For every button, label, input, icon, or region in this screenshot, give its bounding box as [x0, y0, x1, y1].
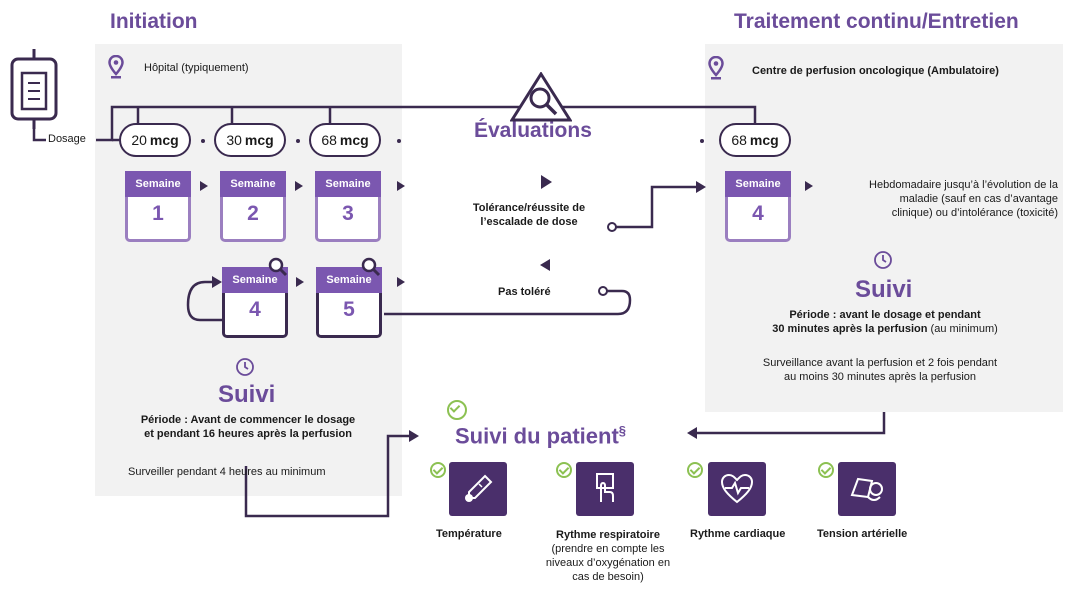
- heart-rate-label: Rythme cardiaque: [690, 528, 786, 540]
- arrow-right-icon: [295, 181, 303, 191]
- patient-monitoring-superscript: §: [618, 423, 627, 438]
- arrow-right-icon: [200, 181, 208, 191]
- magnifier-icon: [268, 257, 288, 277]
- frequency-line: clinique) ou d’intolérance (toxicité): [891, 207, 1058, 219]
- tolerated-line: l’escalade de dose: [480, 216, 578, 228]
- arrow-right-icon: [805, 181, 813, 191]
- week-card: Semaine 4: [725, 171, 791, 242]
- maintenance-frequency: Hebdomadaire jusqu’à l’évolution de la m…: [822, 178, 1058, 220]
- separator-dot: [397, 139, 401, 143]
- check-icon: [687, 462, 703, 478]
- respiration-label: Rythme respiratoire: [556, 529, 660, 541]
- week-number: 4: [752, 202, 764, 225]
- week-label: Semaine: [725, 171, 791, 197]
- dose-value: 20: [131, 132, 147, 148]
- heart-tile: [708, 462, 766, 516]
- thermometer-icon: [465, 474, 493, 502]
- dose-value: 68: [731, 132, 747, 148]
- clock-icon: [236, 358, 254, 376]
- initiation-suivi-period: Période : Avant de commencer le dosage e…: [103, 413, 393, 441]
- magnifier-icon: [361, 257, 381, 277]
- check-icon: [430, 462, 446, 478]
- week-number: 4: [249, 298, 261, 321]
- respiration-icon: [596, 473, 614, 502]
- location-pin-icon: [708, 56, 724, 80]
- initiation-suivi-title: Suivi: [218, 381, 276, 408]
- check-icon: [447, 400, 467, 420]
- frequency-line: maladie (sauf en cas d’avantage: [899, 193, 1058, 205]
- week-label: Semaine: [220, 171, 286, 197]
- thermometer-tile: [449, 462, 507, 516]
- initiation-suivi-note: Surveiller pendant 4 heures au minimum: [128, 466, 326, 478]
- maintenance-suivi-note: Surveillance avant la perfusion et 2 foi…: [720, 356, 1040, 384]
- arrow-right-icon: [397, 181, 405, 191]
- period-line-bold: 30 minutes après la perfusion: [772, 323, 928, 335]
- tolerated-line: Tolérance/réussite de: [472, 202, 586, 214]
- dose-unit: mcg: [244, 132, 274, 148]
- blood-pressure-icon: [850, 477, 883, 501]
- dose-value: 68: [321, 132, 337, 148]
- frequency-line: Hebdomadaire jusqu’à l’évolution de la: [869, 179, 1058, 191]
- play-left-icon: [540, 259, 550, 271]
- heart-icon: [720, 473, 754, 504]
- week-card: Semaine 3: [315, 171, 381, 242]
- maintenance-suivi-title: Suivi: [855, 276, 913, 303]
- temperature-label: Température: [436, 528, 502, 540]
- dose-value: 30: [226, 132, 242, 148]
- dose-unit: mcg: [339, 132, 369, 148]
- check-icon: [556, 462, 572, 478]
- dose-unit: mcg: [149, 132, 179, 148]
- period-line-rest: (au minimum): [927, 323, 998, 335]
- arrow-right-icon: [397, 277, 405, 287]
- initiation-title: Initiation: [110, 10, 198, 33]
- week-label: Semaine: [315, 171, 381, 197]
- week-label: Semaine: [125, 171, 191, 197]
- maintenance-suivi-period: Période : avant le dosage et pendant 30 …: [720, 308, 1050, 336]
- initiation-location: Hôpital (typiquement): [144, 62, 249, 74]
- respiration-note-line: (prendre en compte les: [551, 543, 665, 555]
- location-pin-icon: [108, 55, 124, 79]
- respiration-note-line: cas de besoin): [572, 571, 644, 583]
- separator-dot: [296, 139, 300, 143]
- iv-bag-icon: [10, 49, 58, 129]
- week-number: 3: [342, 202, 354, 225]
- period-line: Période : Avant de commencer le dosage: [140, 414, 356, 426]
- clock-icon: [874, 251, 892, 269]
- week-number: 2: [247, 202, 259, 225]
- patient-monitoring-title: Suivi du patient§: [455, 423, 626, 449]
- patient-monitoring-title-text: Suivi du patient: [455, 423, 619, 449]
- note-line: Surveillance avant la perfusion et 2 foi…: [762, 357, 998, 369]
- maintenance-title: Traitement continu/Entretien: [734, 10, 1019, 33]
- blood-pressure-label: Tension artérielle: [817, 528, 908, 540]
- maintenance-location: Centre de perfusion oncologique (Ambulat…: [752, 65, 999, 77]
- tolerated-text: Tolérance/réussite de l’escalade de dose: [456, 201, 602, 229]
- week-number: 1: [152, 202, 164, 225]
- dosage-label: Dosage: [48, 133, 86, 145]
- week-card: Semaine 1: [125, 171, 191, 242]
- respiration-note-line: niveaux d’oxygénation en: [545, 557, 671, 569]
- evaluation-magnifier-icon: [510, 72, 572, 122]
- blood-pressure-tile: [838, 462, 896, 516]
- separator-dot: [201, 139, 205, 143]
- respiration-tile: [576, 462, 634, 516]
- play-right-icon: [541, 175, 552, 189]
- week-card: Semaine 2: [220, 171, 286, 242]
- week-number: 5: [343, 298, 355, 321]
- dose-unit: mcg: [749, 132, 779, 148]
- separator-dot: [700, 139, 704, 143]
- respiration-label-group: Rythme respiratoire (prendre en compte l…: [538, 528, 678, 584]
- period-line: Période : avant le dosage et pendant: [789, 309, 981, 321]
- not-tolerated-text: Pas toléré: [498, 286, 551, 298]
- check-icon: [818, 462, 834, 478]
- period-line: et pendant 16 heures après la perfusion: [144, 428, 352, 440]
- evaluations-title: Évaluations: [474, 119, 592, 142]
- arrow-right-icon: [296, 277, 304, 287]
- note-line: au moins 30 minutes après la perfusion: [784, 371, 976, 383]
